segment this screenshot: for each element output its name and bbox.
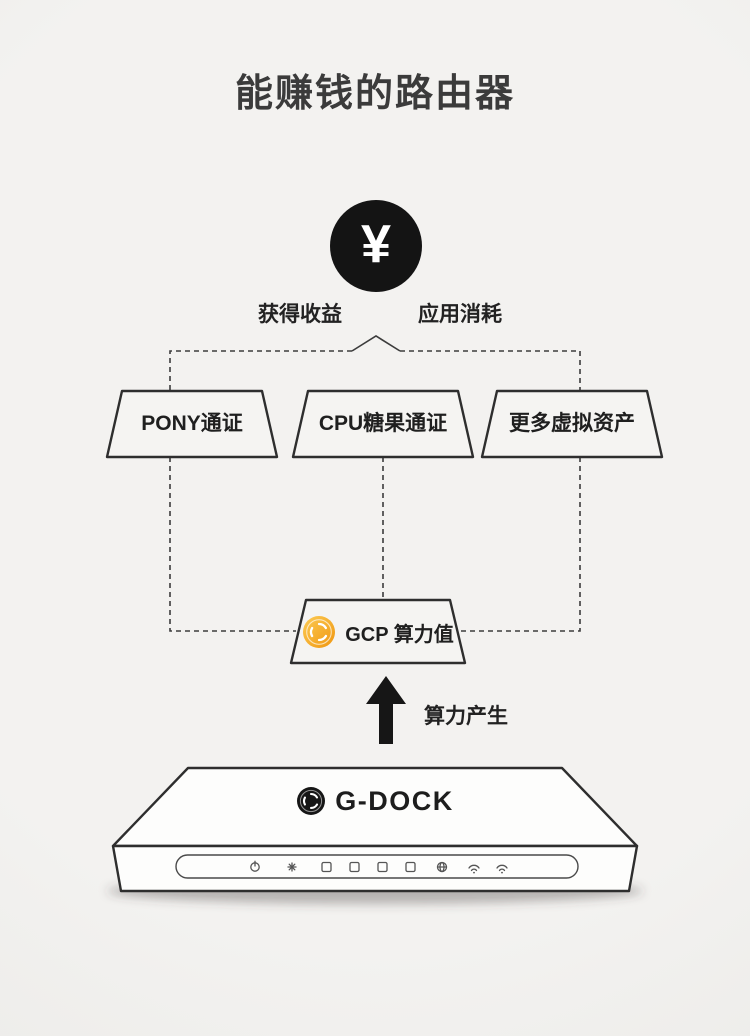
- token-box-more: [480, 389, 664, 459]
- led-icon: [287, 862, 297, 872]
- token-box-cpu: [291, 389, 475, 459]
- power-icon: [250, 860, 260, 872]
- gcp-coin-icon: [303, 616, 336, 648]
- router-panel-icons: [250, 860, 508, 874]
- port-2-icon: [349, 861, 360, 873]
- consumption-label: 应用消耗: [418, 303, 502, 326]
- wifi-2g-icon: [468, 864, 480, 874]
- port-4-icon: [405, 861, 416, 873]
- wifi-5g-icon: [496, 864, 508, 874]
- yen-symbol: ¥: [360, 214, 392, 274]
- router-brand: G-DOCK: [275, 783, 475, 819]
- port-1-icon: [321, 861, 332, 873]
- gcp-node: GCP 算力值: [294, 610, 462, 654]
- gcp-box-shape: [289, 598, 467, 665]
- connector-lines: [169, 335, 581, 632]
- token-shapes: [105, 389, 664, 665]
- power-generation-label: 算力产生: [424, 705, 508, 728]
- dashed-connectors: [169, 350, 581, 632]
- router-brand-label: G-DOCK: [335, 785, 454, 816]
- up-arrow: [366, 676, 406, 744]
- gdock-logo-icon: [297, 787, 326, 815]
- port-3-icon: [377, 861, 388, 873]
- page-title: 能赚钱的路由器: [234, 73, 515, 115]
- router-device: [111, 766, 639, 893]
- router-front-panel: [175, 854, 579, 879]
- internet-icon: [436, 861, 448, 873]
- income-label: 获得收益: [258, 303, 342, 326]
- token-pony-label: PONY通证: [141, 412, 243, 435]
- yen-coin-icon: ¥: [330, 200, 422, 292]
- token-more-label: 更多虚拟资产: [509, 412, 635, 435]
- token-cpu-label: CPU糖果通证: [318, 412, 448, 435]
- token-box-pony: [105, 389, 279, 459]
- gcp-label: GCP 算力值: [345, 623, 454, 646]
- split-chevron: [351, 335, 401, 352]
